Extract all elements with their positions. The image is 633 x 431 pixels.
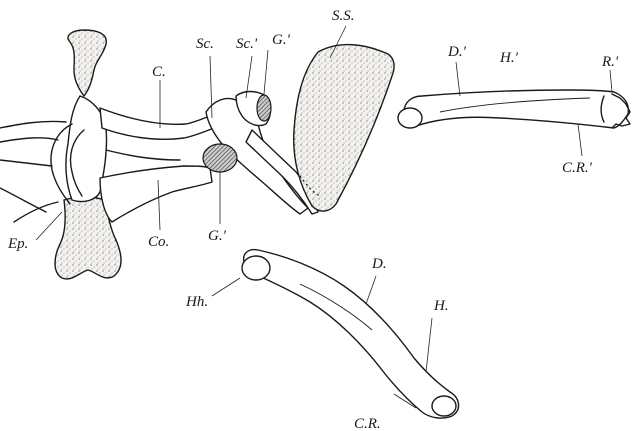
omosternum-cartilage xyxy=(68,30,106,96)
left-rib-mid xyxy=(0,160,52,166)
leader-H xyxy=(426,318,432,372)
label-Ep: Ep. xyxy=(7,236,28,252)
label-H: H. xyxy=(433,298,449,314)
humerus-top-shaft xyxy=(404,90,628,128)
label-D-prime: D.' xyxy=(447,44,467,60)
left-rib-upper2 xyxy=(0,138,58,142)
left-rib-upper xyxy=(0,121,66,128)
leader-Ep xyxy=(36,212,62,240)
label-Co: Co. xyxy=(148,234,169,250)
leader-CR-prime xyxy=(578,124,582,156)
label-CR-prime: C.R.' xyxy=(562,160,593,176)
label-Sc-prime: Sc.' xyxy=(236,36,258,52)
label-G-prime-bottom: G.' xyxy=(208,228,227,244)
label-D: D. xyxy=(371,256,387,272)
leader-D xyxy=(366,276,376,304)
glenoid-lower xyxy=(203,144,237,172)
humerus-top-head xyxy=(398,108,422,128)
leader-D-prime xyxy=(456,62,460,96)
label-Hh: Hh. xyxy=(185,294,208,310)
humerus-bottom-shaft xyxy=(244,250,459,418)
label-Sc: Sc. xyxy=(196,36,214,52)
label-G-prime-top: G.' xyxy=(272,32,291,48)
left-rib-low2 xyxy=(14,202,58,222)
humerus-bottom-condyle xyxy=(432,396,456,416)
clavicle xyxy=(100,108,214,139)
label-C: C. xyxy=(152,64,166,80)
label-CR: C.R. xyxy=(354,416,381,431)
coracoid xyxy=(100,166,212,222)
label-R-prime: R.' xyxy=(601,54,619,70)
leader-Hh xyxy=(212,278,240,296)
leader-R-prime xyxy=(610,70,612,92)
humerus-bottom-head xyxy=(242,256,270,280)
humerus-top xyxy=(398,90,630,128)
glenoid-upper xyxy=(257,95,271,121)
humerus-bottom xyxy=(242,250,459,418)
label-SS: S.S. xyxy=(332,8,355,24)
suprascapula xyxy=(294,45,394,211)
leader-G-prime-top xyxy=(264,50,268,94)
clavicle-coracoid-link xyxy=(106,150,180,160)
label-H-prime: H.' xyxy=(499,50,519,66)
